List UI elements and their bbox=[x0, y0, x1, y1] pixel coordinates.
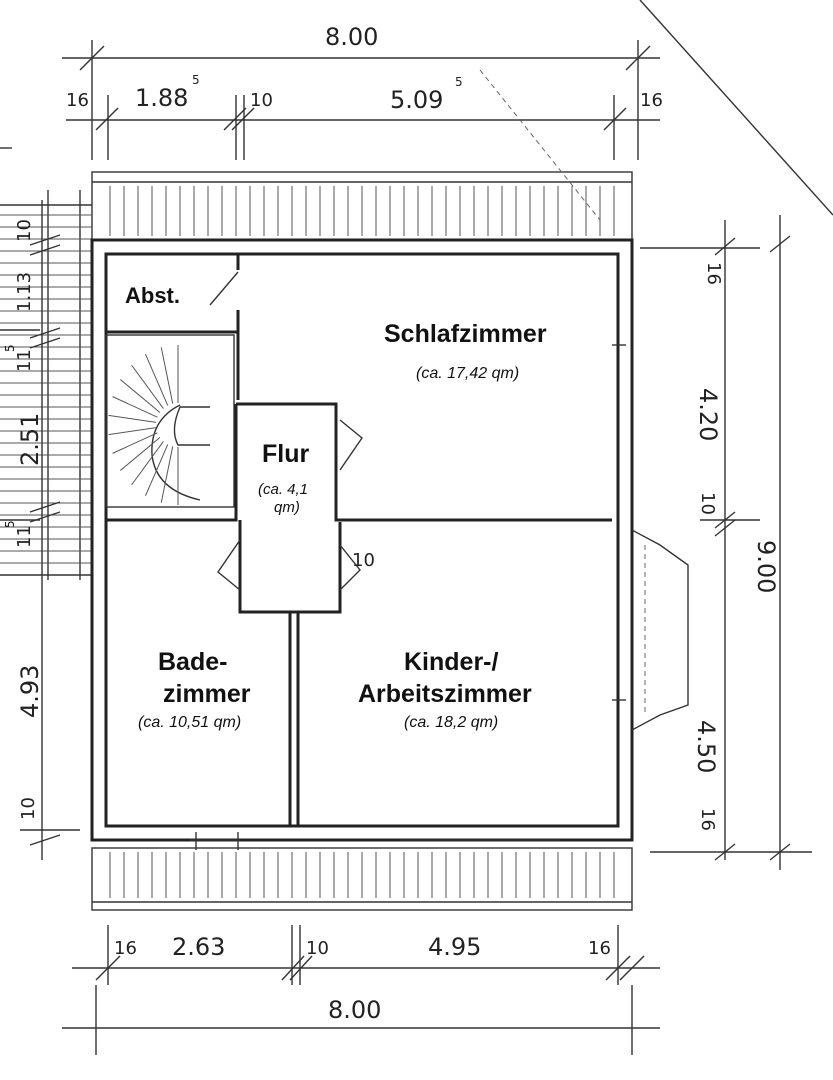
bottom-seg2-dim: 2.63 bbox=[172, 933, 225, 961]
right-bay-window bbox=[612, 344, 689, 731]
schlaf-area: (ca. 17,42 qm) bbox=[416, 365, 519, 382]
schlaf-label: Schlafzimmer bbox=[384, 320, 547, 348]
right-r5-dim: 16 bbox=[697, 808, 718, 831]
stair-tread-line bbox=[112, 396, 158, 418]
left-d5-dim: 11 bbox=[14, 525, 35, 548]
bottom-seg4-dim: 4.95 bbox=[428, 933, 481, 961]
flur-door-dim: 10 bbox=[352, 550, 375, 571]
left-d6-dim: 4.93 bbox=[16, 665, 44, 718]
room-flur: Flur (ca. 4,1 qm) 10 bbox=[106, 402, 612, 614]
roof-edge-line bbox=[639, 0, 833, 216]
building-outline bbox=[90, 238, 634, 842]
bottom-seg1-dim: 16 bbox=[114, 938, 137, 959]
bade-label-line1: Bade- bbox=[158, 648, 227, 676]
top-seg2-dim: 1.88 bbox=[135, 84, 188, 112]
room-badezimmer: Bade- zimmer (ca. 10,51 qm) bbox=[138, 648, 251, 731]
top-seg1-dim: 16 bbox=[66, 90, 89, 111]
flur-area-line1: (ca. 4,1 bbox=[258, 481, 308, 498]
staircase bbox=[105, 334, 235, 508]
left-dimension-chain: 10 1.13 11 5 2.51 11 5 4.93 10 bbox=[0, 200, 80, 860]
stair-tread-line bbox=[145, 444, 169, 497]
left-d1-dim: 10 bbox=[14, 219, 35, 242]
left-d3-sup: 5 bbox=[3, 344, 17, 352]
top-seg4-sup: 5 bbox=[455, 75, 463, 89]
abst-label: Abst. bbox=[125, 283, 180, 308]
bade-area: (ca. 10,51 qm) bbox=[138, 714, 241, 731]
bottom-seg5-dim: 16 bbox=[588, 938, 611, 959]
flur-area-line2: qm) bbox=[274, 499, 300, 516]
right-r4-dim: 4.50 bbox=[692, 720, 720, 773]
left-d7-dim: 10 bbox=[18, 797, 39, 820]
top-seg4-dim: 5.09 bbox=[390, 86, 443, 114]
balcony-bottom bbox=[91, 847, 633, 911]
top-seg5-dim: 16 bbox=[640, 90, 663, 111]
room-walls-lower bbox=[190, 612, 560, 850]
top-seg2-sup: 5 bbox=[192, 73, 200, 87]
flur-label: Flur bbox=[262, 440, 309, 468]
stair-tread-line bbox=[108, 414, 157, 423]
bottom-total-dim: 8.00 bbox=[328, 996, 381, 1024]
kinder-label-line2: Arbeitszimmer bbox=[358, 680, 532, 708]
top-dimension-chain: 8.00 16 1.88 5 10 5.09 5 16 bbox=[62, 23, 663, 160]
top-total-dim: 8.00 bbox=[325, 23, 378, 51]
stair-tread-line bbox=[120, 379, 161, 413]
right-total-dim: 9.00 bbox=[752, 540, 780, 593]
right-r2-dim: 4.20 bbox=[694, 388, 722, 441]
kinder-label-line1: Kinder-/ bbox=[404, 648, 499, 676]
room-kinder-arbeitszimmer: Kinder-/ Arbeitszimmer (ca. 18,2 qm) bbox=[358, 648, 532, 731]
bade-label-line2: zimmer bbox=[163, 680, 251, 708]
left-d3-dim: 11 bbox=[14, 349, 35, 372]
top-seg3-dim: 10 bbox=[250, 90, 273, 111]
left-d4-dim: 2.51 bbox=[16, 413, 44, 466]
stair-tread-line bbox=[131, 441, 164, 486]
stair-tread-line bbox=[108, 427, 157, 436]
left-d2-dim: 1.13 bbox=[14, 272, 35, 312]
bottom-dimension-chain: 16 2.63 10 4.95 16 8.00 bbox=[62, 925, 660, 1055]
room-abst: Abst. bbox=[106, 254, 240, 400]
stair-tread-line bbox=[112, 432, 158, 454]
kinder-area: (ca. 18,2 qm) bbox=[404, 714, 498, 731]
bottom-seg3-dim: 10 bbox=[306, 938, 329, 959]
stair-tread-line bbox=[120, 437, 161, 471]
stair-tread-line bbox=[131, 364, 164, 409]
right-r1-dim: 16 bbox=[703, 262, 724, 285]
stair-tread-line bbox=[145, 353, 169, 406]
right-dimension-chain: 16 4.20 10 4.50 16 9.00 bbox=[640, 215, 812, 870]
left-neighbor-stair bbox=[0, 147, 92, 580]
stair-tread-line bbox=[160, 446, 174, 503]
stair-tread-line bbox=[160, 347, 174, 404]
right-r3-dim: 10 bbox=[697, 492, 718, 515]
room-schlafzimmer: Schlafzimmer (ca. 17,42 qm) bbox=[384, 320, 547, 382]
left-d5-sup: 5 bbox=[3, 520, 17, 528]
